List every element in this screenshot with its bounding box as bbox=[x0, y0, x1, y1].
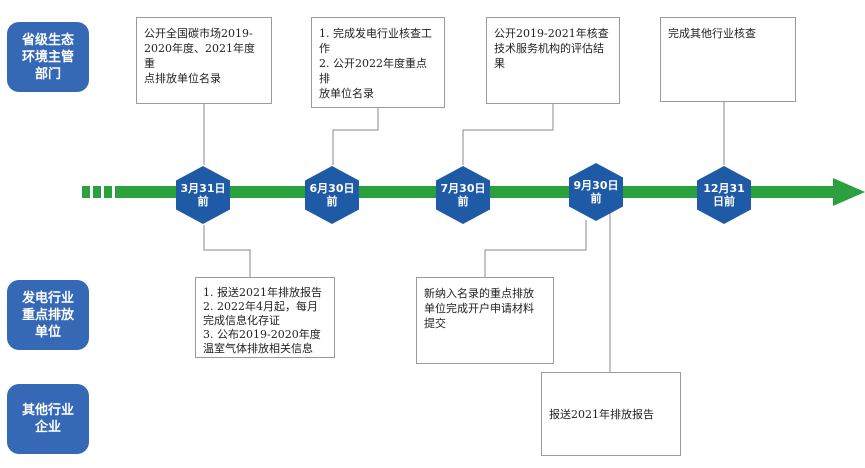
milestone-date: 9月30日 前 bbox=[573, 179, 619, 205]
connector-line bbox=[462, 104, 554, 165]
other-industry-note: 报送2021年排放报告 bbox=[541, 372, 681, 456]
milestone-date: 3月31日 前 bbox=[180, 182, 226, 208]
provincial-note: 1. 完成发电行业核查工 作 2. 公开2022年度重点排 放单位名录 bbox=[311, 17, 445, 108]
milestone-date: 6月30日 前 bbox=[309, 182, 355, 208]
provincial-note: 公开2019-2021年核查 技术服务机构的评估结 果 bbox=[486, 17, 620, 104]
power-industry-note: 新纳入名录的重点排放 单位完成开户申请材料 提交 bbox=[416, 277, 554, 364]
provincial-note: 公开全国碳市场2019- 2020年度、2021年度重 点排放单位名录 bbox=[136, 17, 272, 104]
power-industry-note: 1. 报送2021年排放报告 2. 2022年4月起，每月 完成信息化存证 3.… bbox=[195, 277, 335, 358]
connector-line bbox=[332, 108, 379, 165]
milestone-hexagon: 6月30日 前 bbox=[302, 165, 362, 225]
milestone-hexagon: 7月30日 前 bbox=[433, 165, 493, 225]
connector-line bbox=[203, 225, 251, 277]
role-provincial: 省级生态 环境主管 部门 bbox=[7, 22, 89, 92]
connector-line bbox=[484, 220, 587, 277]
milestone-date: 12月31 日前 bbox=[703, 182, 745, 208]
milestone-hexagon: 12月31 日前 bbox=[694, 165, 754, 225]
milestone-date: 7月30日 前 bbox=[440, 182, 486, 208]
role-power-industry: 发电行业 重点排放 单位 bbox=[7, 280, 89, 350]
milestone-hexagon: 9月30日 前 bbox=[566, 162, 626, 222]
provincial-note: 完成其他行业核查 bbox=[660, 17, 796, 102]
milestone-hexagon: 3月31日 前 bbox=[173, 165, 233, 225]
role-other-industry: 其他行业 企业 bbox=[7, 384, 89, 454]
